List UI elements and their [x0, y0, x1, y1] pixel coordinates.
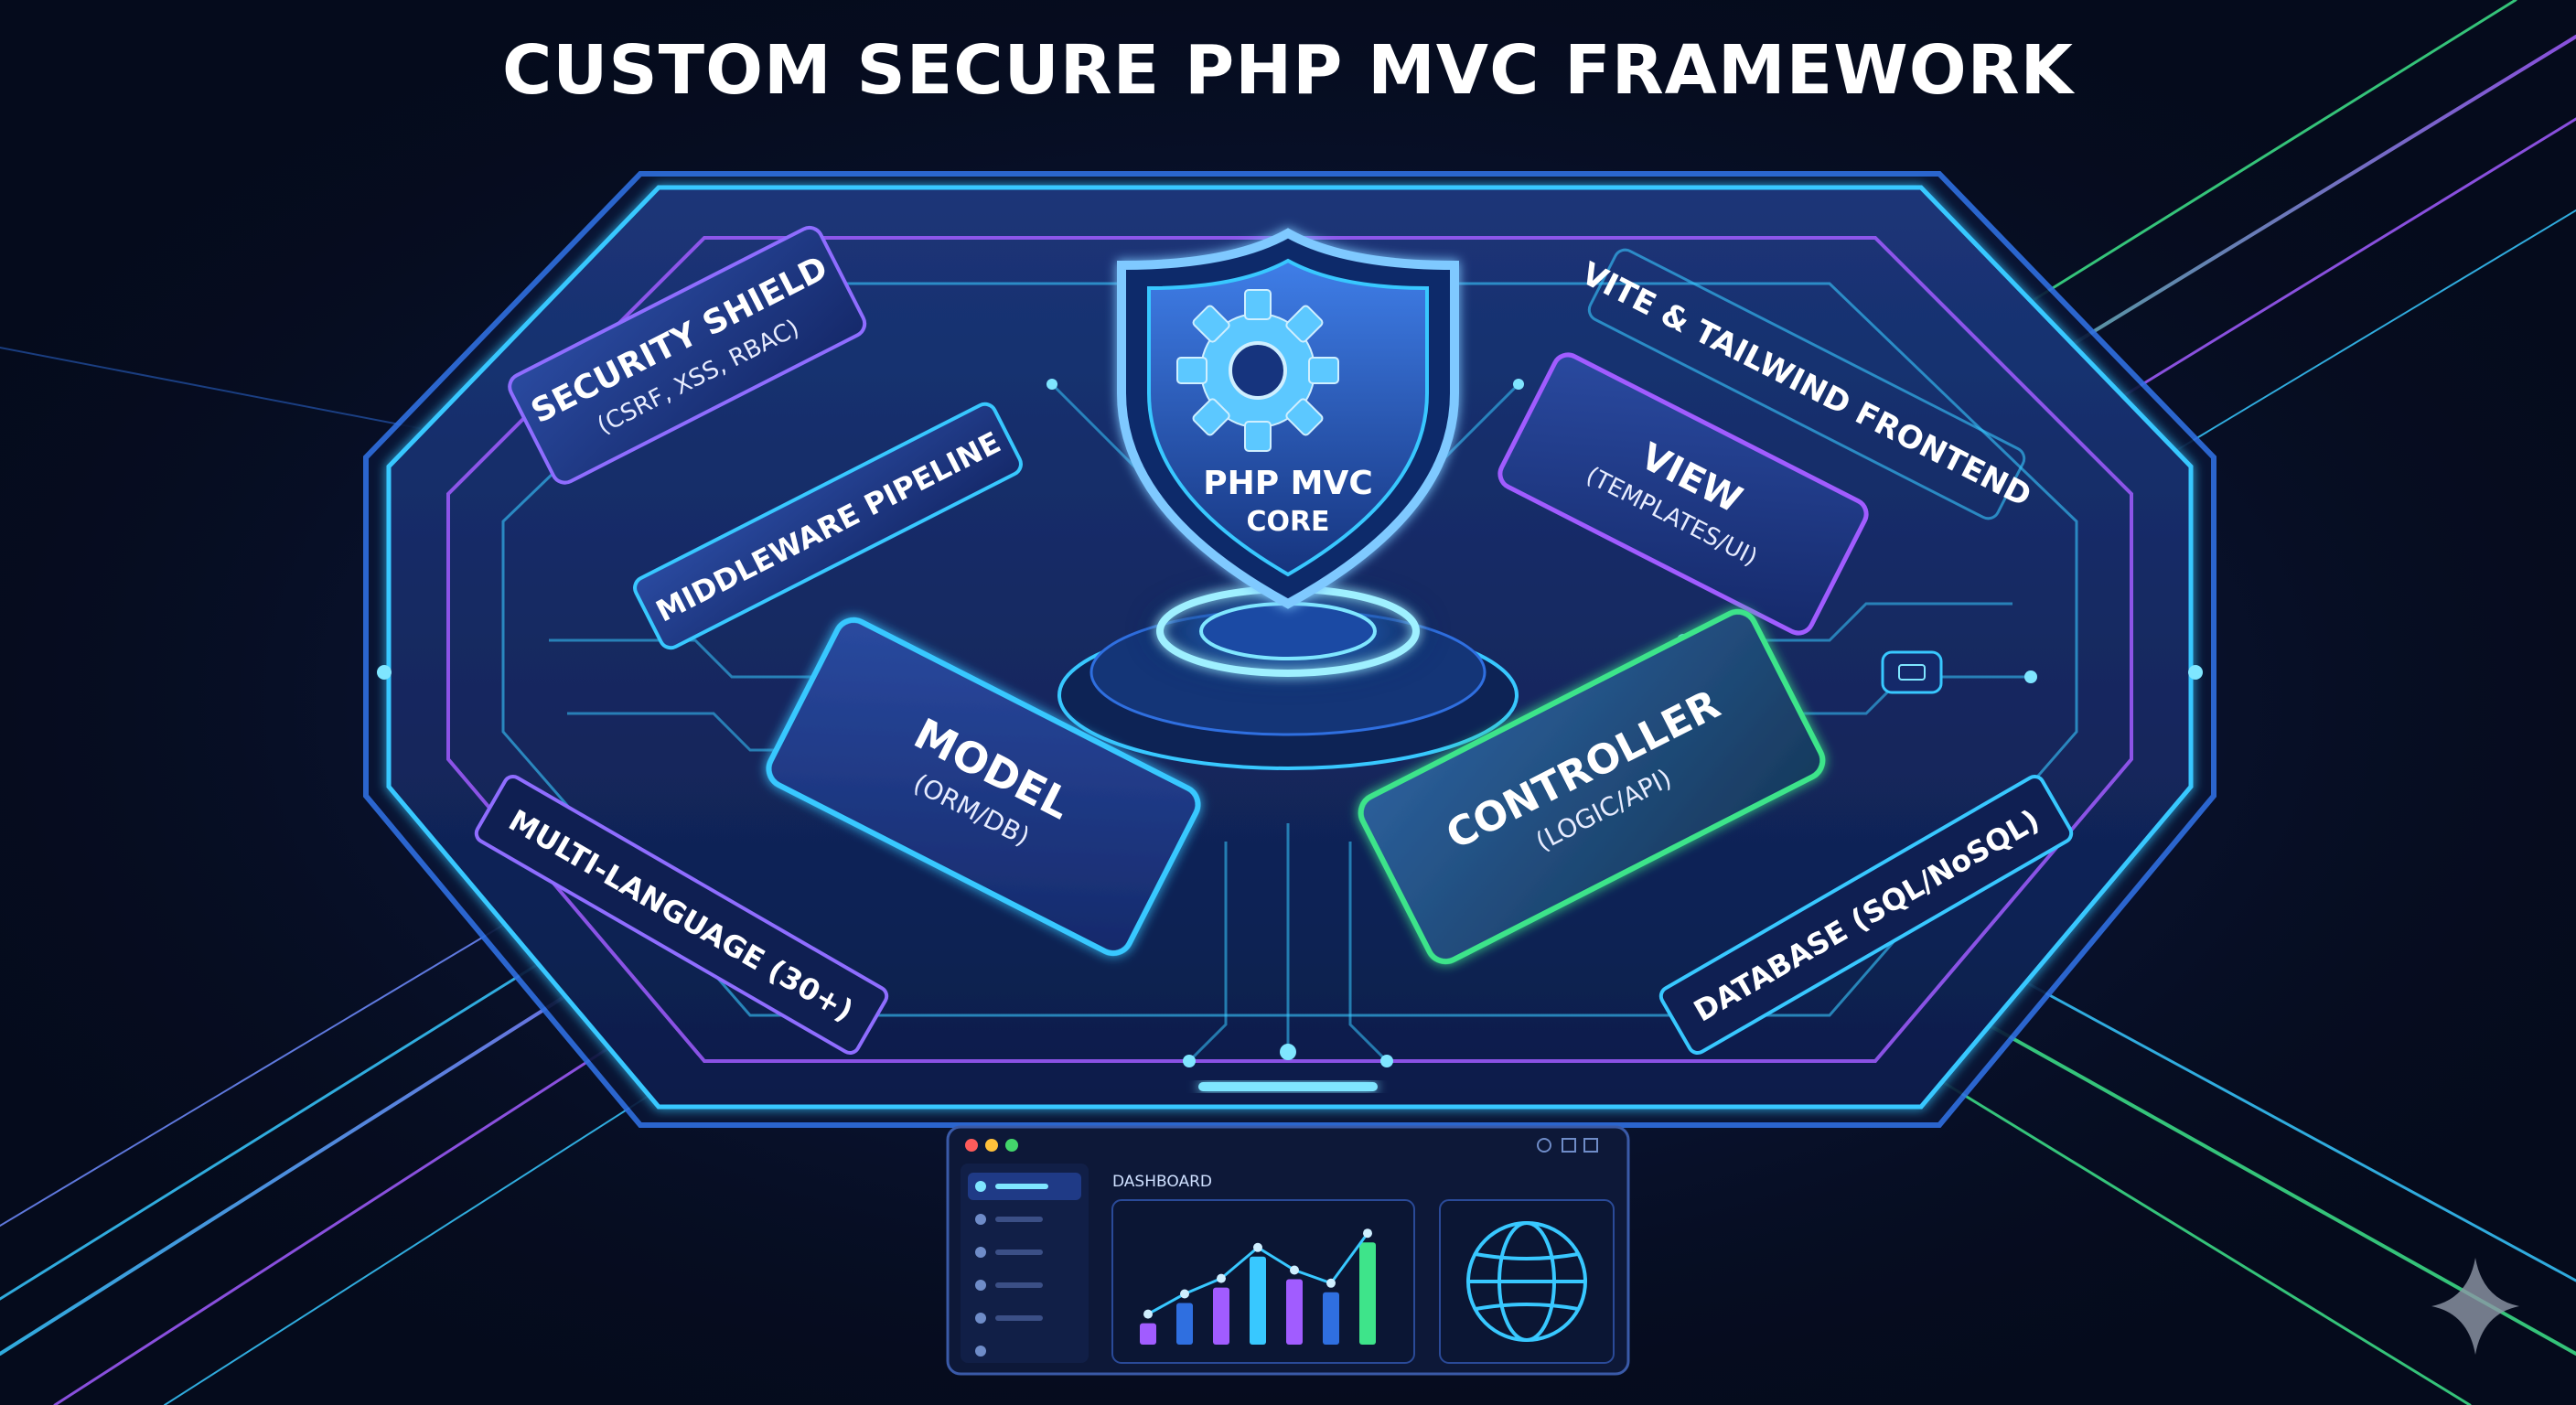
dashboard-bar	[1176, 1303, 1193, 1345]
dashboard-chart	[1140, 1228, 1376, 1345]
chip-icon	[1881, 650, 1943, 694]
window-expand-icon[interactable]	[1562, 1138, 1576, 1153]
dashboard-window: DASHBOARD	[946, 1125, 1630, 1376]
dashboard-trend-point	[1180, 1289, 1189, 1299]
dashboard-trend-point	[1290, 1265, 1299, 1275]
core-base-light	[1198, 1082, 1378, 1091]
dashboard-bar	[1359, 1242, 1376, 1345]
core-podium	[1057, 585, 1519, 770]
window-close-dot[interactable]	[965, 1139, 978, 1152]
dashboard-trend-point	[1217, 1273, 1226, 1283]
dashboard-trend-point	[1253, 1242, 1262, 1252]
core-shield: PHP MVC CORE	[1117, 228, 1459, 609]
window-tile-icon[interactable]	[1583, 1138, 1598, 1153]
page-title: CUSTOM SECURE PHP MVC FRAMEWORK	[502, 31, 2076, 110]
sparkle-icon	[2431, 1258, 2519, 1355]
window-settings-icon[interactable]	[1537, 1138, 1551, 1153]
window-maximize-dot[interactable]	[1005, 1139, 1018, 1152]
dashboard-sidebar-items	[968, 1173, 1081, 1357]
window-minimize-dot[interactable]	[985, 1139, 998, 1152]
dashboard-bar	[1286, 1279, 1303, 1345]
dashboard-bar	[1250, 1256, 1266, 1345]
dashboard-trend-point	[1363, 1228, 1372, 1239]
dashboard-sidebar	[961, 1164, 1089, 1363]
dashboard-bar	[1323, 1292, 1339, 1345]
dashboard-title: DASHBOARD	[1112, 1173, 1212, 1191]
core-label-line1: PHP MVC	[1203, 465, 1373, 502]
gear-icon	[1176, 289, 1339, 452]
dashboard-bar	[1213, 1287, 1229, 1345]
model-panel: MODEL (ORM/DB)	[766, 617, 1201, 957]
dashboard-trend-point	[1326, 1278, 1336, 1288]
core-label-line2: CORE	[1246, 506, 1329, 538]
globe-icon	[1466, 1221, 1587, 1342]
dashboard-bar	[1140, 1323, 1156, 1345]
view-panel: VIEW (TEMPLATES/UI)	[1497, 352, 1869, 636]
dashboard-trend-point	[1143, 1309, 1153, 1319]
